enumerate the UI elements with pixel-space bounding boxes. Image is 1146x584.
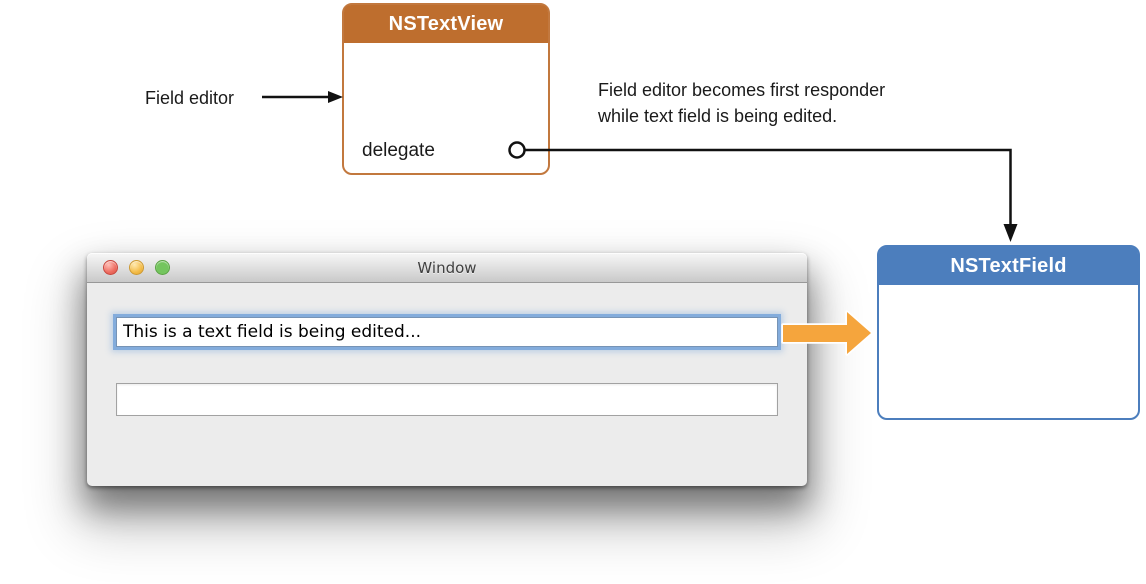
field-editor-arrow [262,91,343,103]
mac-window: Window [87,253,807,486]
annotation-line1: Field editor becomes first responder [598,80,886,100]
window-title: Window [417,258,477,277]
nstextfield-box-header: NSTextField [879,247,1138,285]
text-field-editing[interactable] [116,317,778,347]
nstextview-title: NSTextView [388,12,504,35]
close-button[interactable] [103,260,118,275]
nstextfield-title: NSTextField [950,254,1067,277]
zoom-button[interactable] [155,260,170,275]
nstextview-box-header: NSTextView [344,5,548,43]
nstextfield-box: NSTextField [877,245,1140,420]
nstextview-box: NSTextView delegate [342,3,550,175]
delegate-connector-arrowhead [1003,224,1018,242]
annotation: Field editor becomes first responder whi… [598,77,885,129]
minimize-button[interactable] [129,260,144,275]
delegate-outlet-label: delegate [362,140,435,161]
text-field-empty[interactable] [116,383,778,416]
delegate-connector [508,141,1018,242]
field-editor-label: Field editor [145,88,235,108]
window-title-bar[interactable]: Window [87,253,807,283]
annotation-line2: while text field is being edited. [598,106,838,126]
